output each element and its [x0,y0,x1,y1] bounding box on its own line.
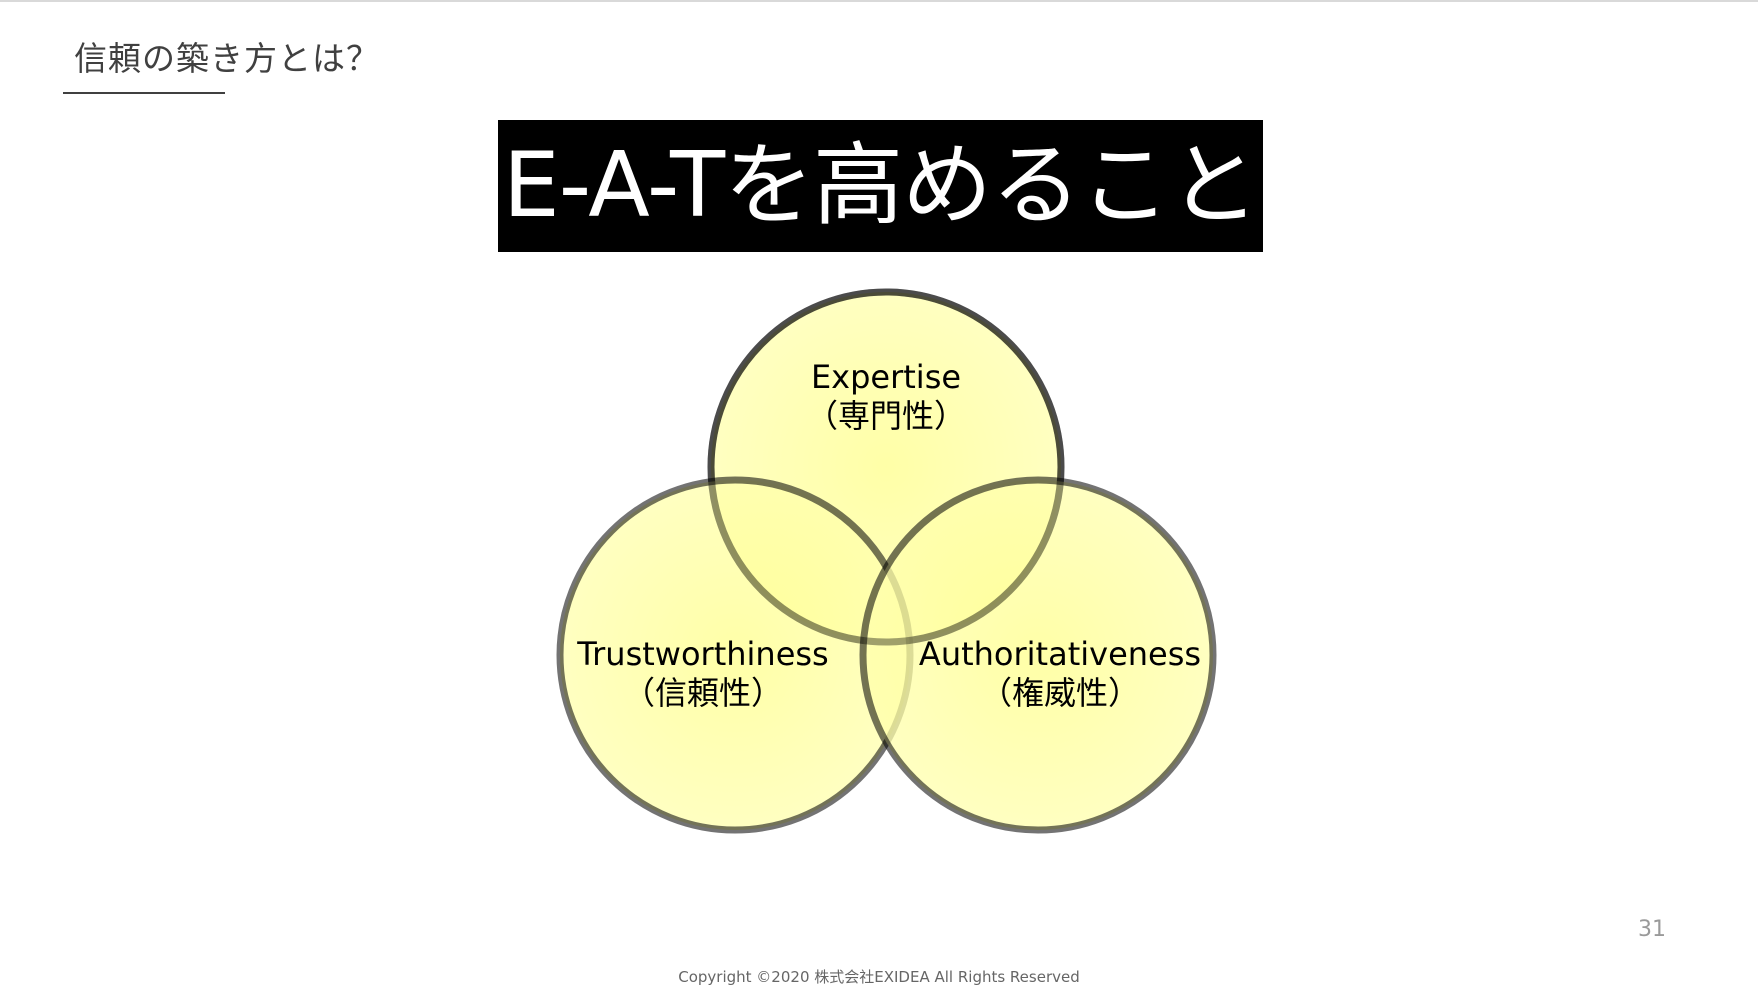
venn-label-trustworthiness-ja: （信頼性） [623,674,783,712]
top-divider [0,0,1758,2]
title-underline [63,92,225,94]
headline-banner: E-A-Tを高めること [498,120,1263,252]
copyright-footer: Copyright ©2020 株式会社EXIDEA All Rights Re… [678,968,1080,986]
headline-text: E-A-Tを高めること [502,133,1259,238]
venn-label-expertise-ja: （専門性） [806,397,966,435]
venn-outline-expertise [707,288,1065,646]
venn-label-authoritativeness-en: Authoritativeness [919,635,1201,673]
venn-circle-authoritativeness [859,476,1217,834]
venn-label-authoritativeness-ja: （権威性） [980,674,1140,712]
venn-label-trustworthiness-en: Trustworthiness [576,635,828,673]
slide-title: 信頼の築き方とは？ [74,39,380,78]
venn-label-expertise-en: Expertise [811,358,961,396]
page-number: 31 [1638,917,1666,942]
